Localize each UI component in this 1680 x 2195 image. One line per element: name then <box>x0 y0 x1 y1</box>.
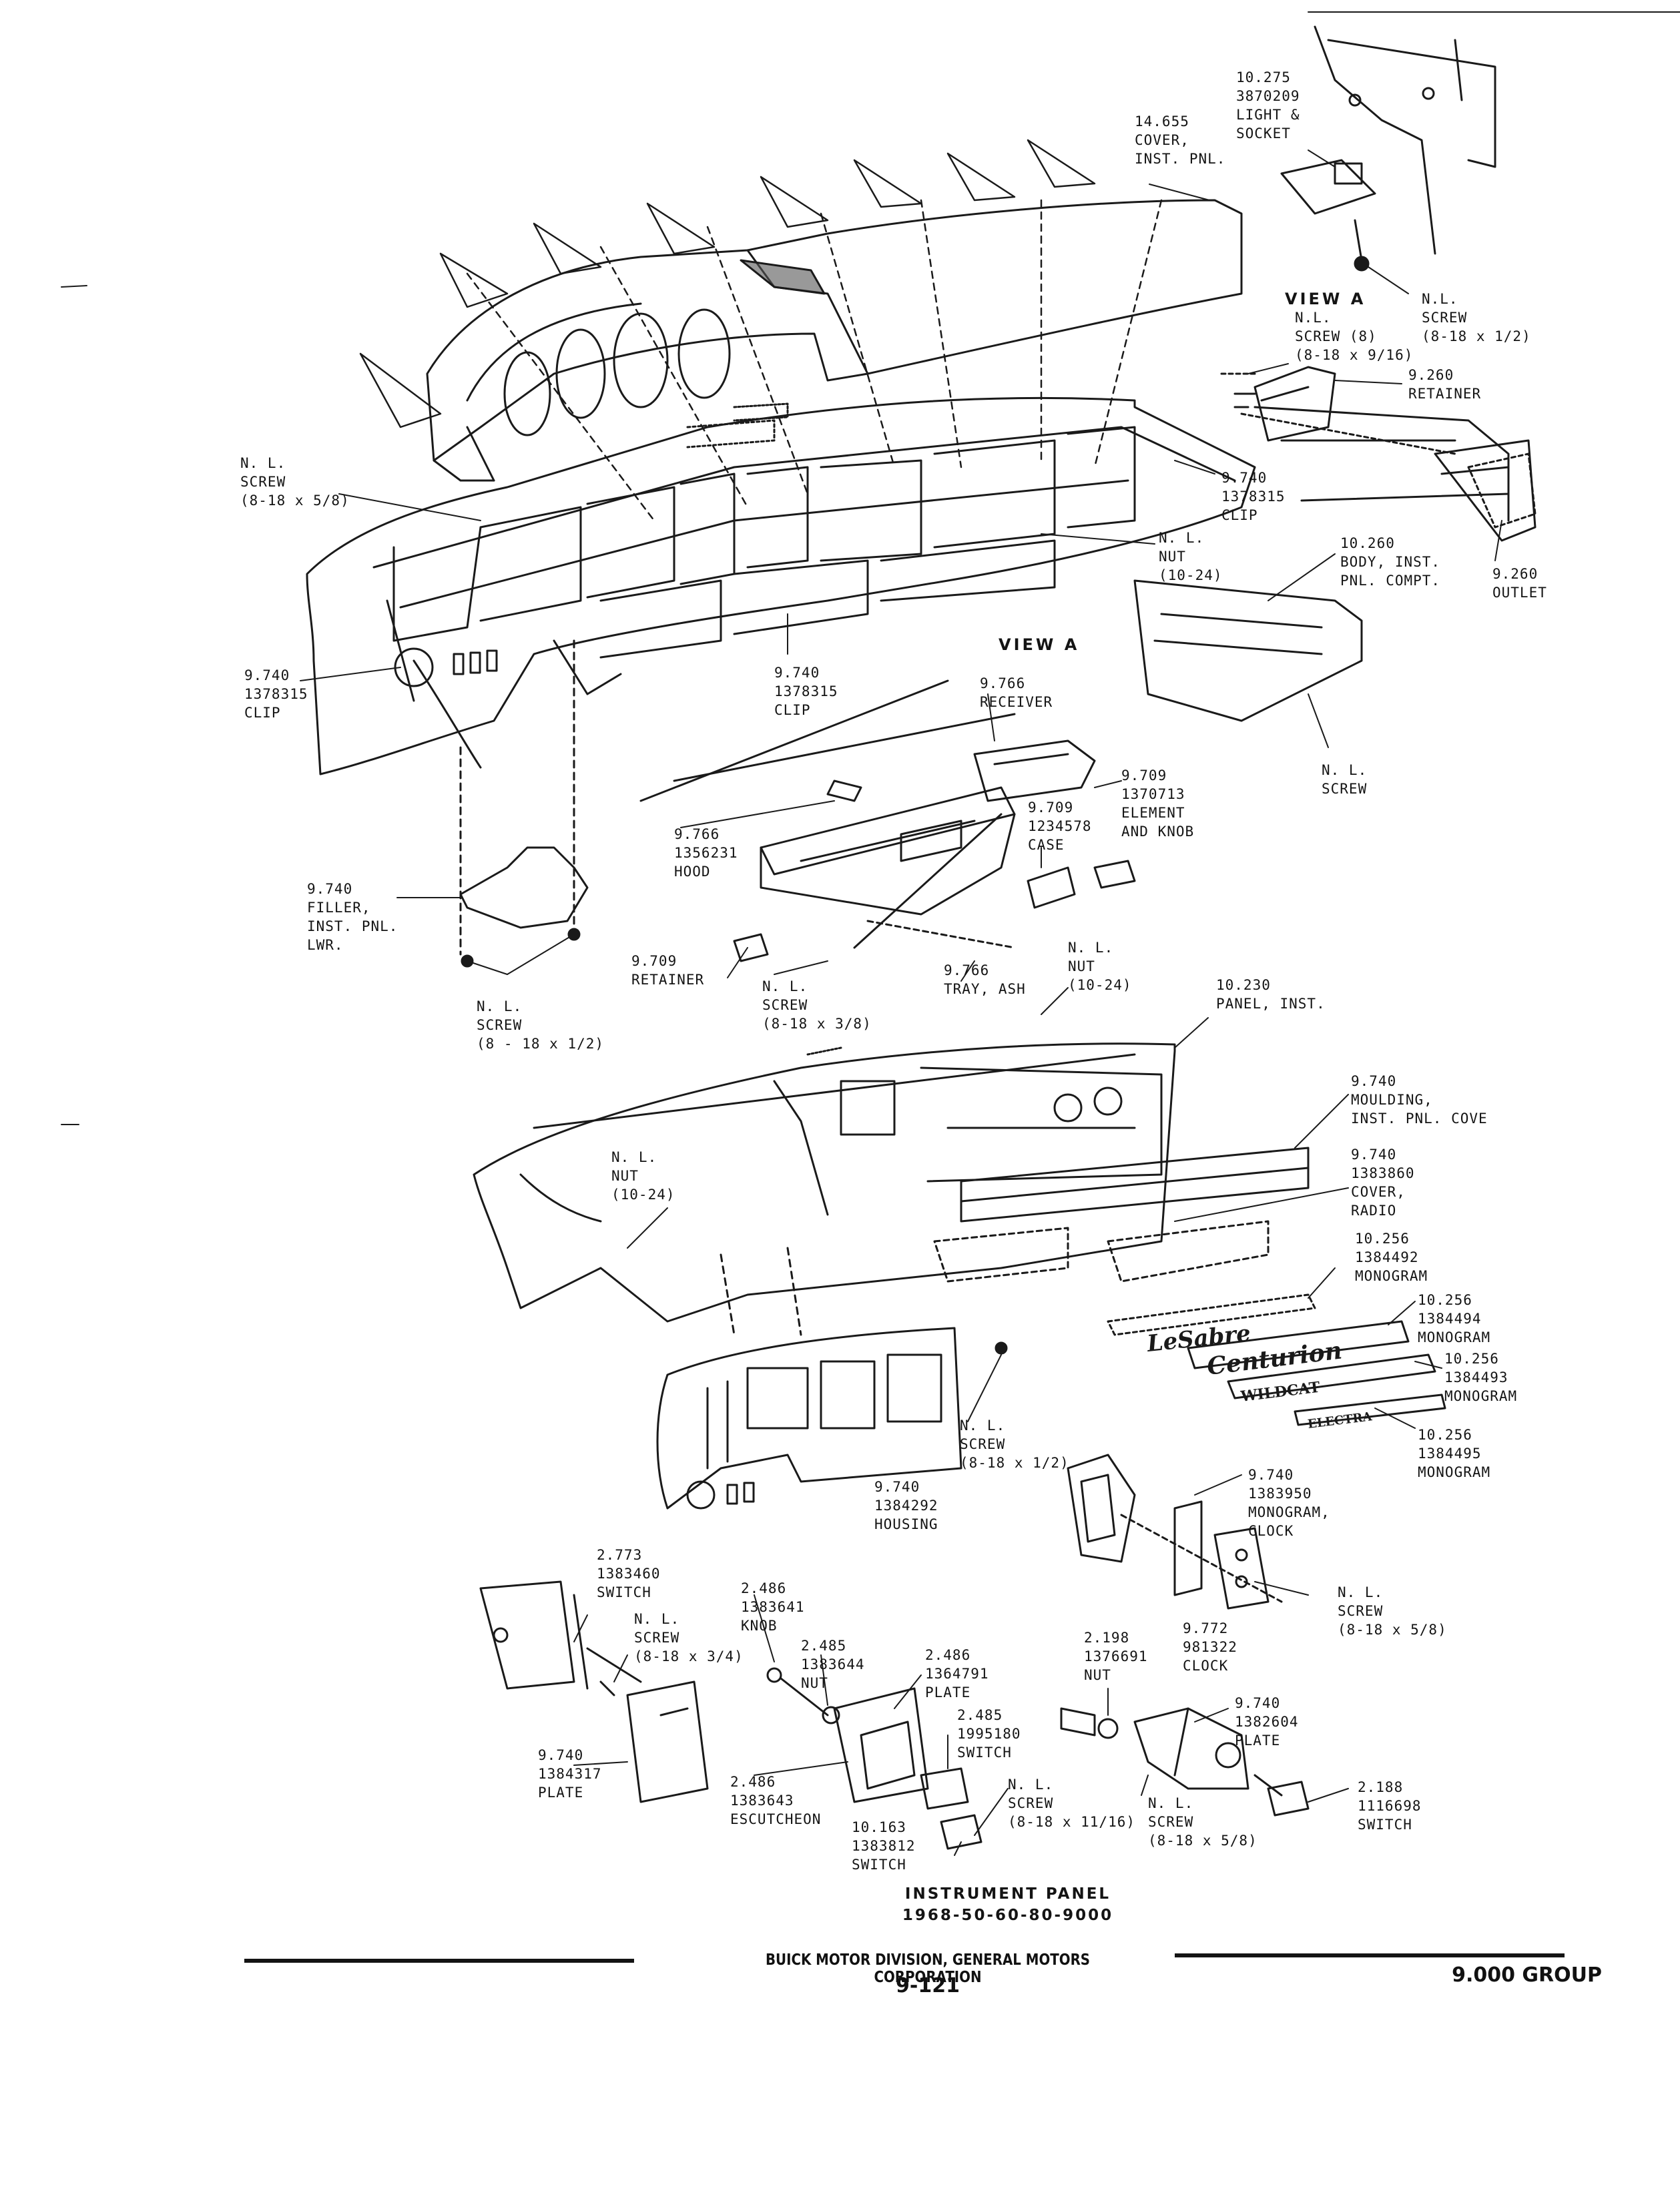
ash-tray-assembly <box>639 679 1136 962</box>
wiper-switch-group <box>766 1667 983 1850</box>
clock-assembly <box>1067 1454 1283 1610</box>
retainer-outlet-view-a <box>1220 366 1536 529</box>
caption-title: INSTRUMENT PANEL <box>904 1885 1111 1903</box>
callout-screw-left-top: N. L.SCREW(8-18 x 5/8) <box>240 455 350 509</box>
footer-corporation: BUICK MOTOR DIVISION, GENERAL MOTORS COR… <box>765 1951 1091 1986</box>
callout-screw-view-a-top: N.L.SCREW(8-18 x 1/2) <box>1422 291 1531 344</box>
light-socket-detail <box>1280 25 1496 272</box>
callout-screw-ash: N. L.SCREW(8-18 x 3/8) <box>762 978 872 1032</box>
monogram-electra: ELECTRA <box>1307 1409 1374 1432</box>
instrument-panel-cover <box>426 199 1243 482</box>
inst-panel-compartment-body <box>1133 406 1536 722</box>
headlamp-switch-group <box>479 1580 709 1803</box>
instrument-housing <box>656 1247 1008 1510</box>
footer-page-number: 9-121 <box>896 1974 960 1997</box>
view-a-label-center: VIEW A <box>999 635 1080 654</box>
page-edge-marks <box>61 11 1680 1125</box>
cigar-plate-switch-group <box>1060 1707 1310 1817</box>
caption-models: 1968-50-60-80-9000 <box>902 1907 1114 1924</box>
exploded-view-leaders <box>359 139 1163 522</box>
lower-filler <box>459 639 589 968</box>
callout-screw-right-compt: N. L.SCREW <box>1322 762 1368 797</box>
monogram-wildcat: WILDCAT <box>1239 1379 1322 1406</box>
callout-screw-filler: N. L.SCREW(8 - 18 x 1/2) <box>477 998 605 1052</box>
callout-screw-clock: N. L.SCREW(8-18 x 5/8) <box>1338 1584 1447 1638</box>
callout-screw-5-8-bottom: N. L.SCREW(8-18 x 5/8) <box>1148 1795 1257 1849</box>
view-a-label-top: VIEW A <box>1285 290 1366 308</box>
footer-rule-right <box>1175 1953 1565 1957</box>
callout-screw-11-16: N. L.SCREW(8-18 x 11/16) <box>1008 1777 1136 1830</box>
instrument-panel-lower-assembly <box>473 1042 1310 1323</box>
footer-rule-left <box>244 1959 634 1963</box>
footer-group: 9.000 GROUP <box>1452 1963 1602 1987</box>
callout-leaders <box>300 149 1502 1856</box>
callout-screw-housing: N. L.SCREW(8-18 x 1/2) <box>960 1418 1069 1471</box>
callout-screw-3-4: N. L.SCREW(8-18 x 3/4) <box>634 1611 744 1664</box>
callout-screw-view-a-8: N.L.SCREW (8)(8-18 x 9/16) <box>1295 310 1414 363</box>
dash-assembly-upper <box>306 396 1256 775</box>
callout-nut-ash: N. L.NUT(10-24) <box>1068 940 1132 993</box>
diagram-caption: INSTRUMENT PANEL 1968-50-60-80-9000 <box>834 1883 1181 1926</box>
monogram-strips <box>1107 1293 1446 1426</box>
monogram-lettering: LeSabre Centurion WILDCAT ELECTRA <box>1145 1320 1374 1432</box>
callout-nut-left-mid: N. L.NUT(10-24) <box>611 1149 675 1203</box>
callout-nut-center: N. L.NUT(10-24) <box>1159 530 1223 583</box>
